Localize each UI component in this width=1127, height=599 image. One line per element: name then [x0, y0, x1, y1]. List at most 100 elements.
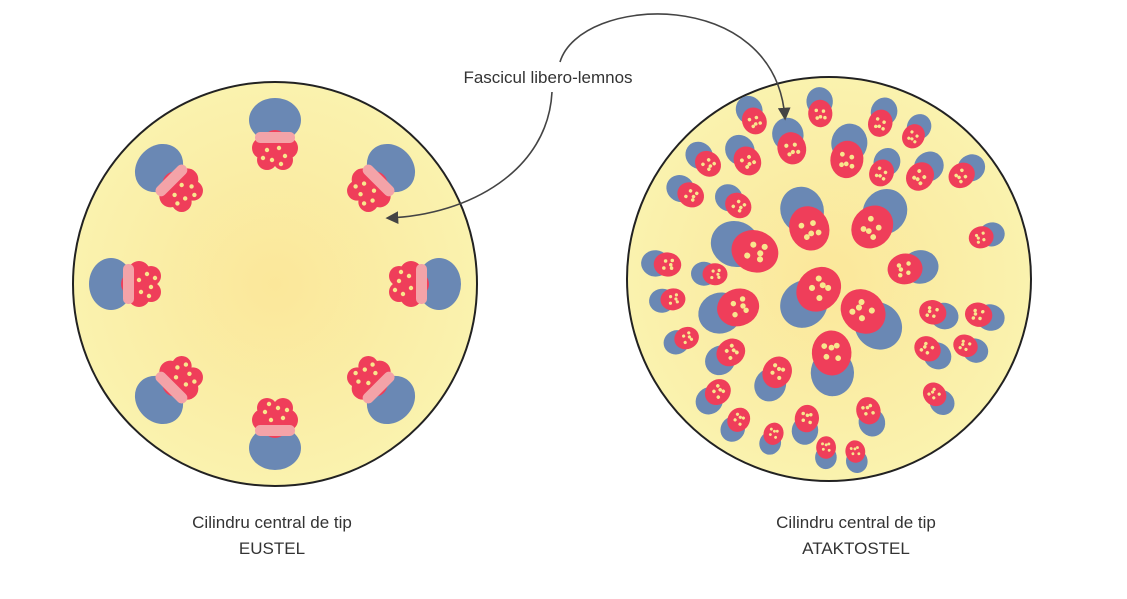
vessel-dot: [729, 343, 734, 348]
phloem: [702, 263, 728, 286]
phloem: [794, 404, 820, 433]
vessel-dot: [675, 300, 679, 304]
vessel-dot: [192, 192, 197, 198]
cambium: [155, 371, 188, 404]
vascular-bundle: [869, 147, 901, 187]
vessel-dot: [284, 407, 290, 413]
vessel-dot: [896, 263, 902, 268]
vascular-bundle: [714, 184, 752, 219]
vessel-dot: [269, 157, 275, 163]
vessel-dot: [865, 228, 872, 234]
vascular-bundle: [815, 436, 837, 470]
vascular-bundle: [964, 302, 1005, 331]
phloem: [953, 334, 978, 358]
phloem: [677, 182, 705, 208]
vessel-dot: [182, 196, 188, 201]
vessel-dot: [187, 371, 192, 377]
eustel-caption: Cilindru central de tip EUSTEL: [92, 510, 452, 562]
vessel-dot: [689, 337, 694, 341]
vessel-dot: [406, 273, 412, 279]
vessel-dot: [268, 417, 274, 423]
vessel-dot: [980, 309, 985, 314]
phloem: [716, 338, 746, 367]
vessel-dot: [144, 271, 150, 277]
vessel-dot: [922, 175, 927, 180]
vessel-dot: [858, 299, 865, 306]
vessel-dot: [875, 117, 880, 121]
vessel-dot: [958, 346, 962, 350]
vessel-dot: [882, 120, 886, 124]
vessel-dot: [798, 222, 805, 229]
vessel-dot: [146, 293, 152, 299]
vessel-dot: [175, 201, 180, 206]
vessel-dot: [857, 452, 861, 456]
vascular-bundle: [641, 250, 682, 277]
vascular-bundle: [691, 261, 728, 286]
phloem: [902, 124, 925, 149]
vascular-bundle: [868, 97, 898, 137]
vessel-dot: [753, 122, 758, 126]
ataktostel-bundles: [641, 87, 1005, 474]
vessel-dot: [172, 192, 177, 198]
vascular-bundle: [919, 300, 959, 330]
vessel-dot: [917, 169, 922, 173]
vascular-bundle: [663, 326, 699, 355]
xylem: [249, 98, 301, 142]
vessel-dot: [264, 147, 270, 153]
vessel-dot: [915, 177, 920, 182]
vessel-dot: [881, 127, 885, 131]
vascular-bundle: [698, 288, 760, 334]
vessel-dot: [874, 173, 879, 178]
phloem: [694, 150, 721, 177]
vessel-dot: [821, 343, 828, 349]
vessel-dot: [810, 220, 816, 226]
vessel-dot: [175, 365, 180, 370]
vascular-bundle: [347, 143, 416, 212]
vessel-dot: [373, 370, 378, 376]
vessel-dot: [915, 134, 919, 138]
vessel-dot: [707, 167, 711, 171]
vessel-dot: [833, 342, 840, 349]
vessel-dot: [964, 347, 968, 351]
vessel-dot: [927, 392, 931, 396]
vessel-dot: [361, 201, 367, 206]
vessel-dot: [744, 252, 751, 259]
vessel-dot: [371, 188, 377, 193]
vascular-bundle: [89, 258, 161, 310]
vessel-dot: [688, 189, 693, 193]
vessel-dot: [742, 203, 747, 207]
vascular-bundle: [914, 336, 952, 370]
cambium: [362, 371, 395, 404]
vessel-dot: [711, 269, 715, 273]
phloem: [762, 356, 792, 389]
vessel-dot: [835, 355, 842, 362]
vessel-dot: [790, 149, 795, 155]
vessel-dot: [865, 405, 870, 410]
xylem: [249, 426, 301, 470]
vessel-dot: [683, 340, 687, 345]
vessel-dot: [839, 162, 844, 168]
cambium: [155, 164, 188, 197]
vascular-bundle: [759, 422, 784, 455]
vessel-dot: [803, 234, 810, 240]
vessel-dot: [278, 161, 284, 167]
vascular-bundle: [725, 134, 762, 176]
vessel-dot: [662, 266, 666, 270]
phloem: [811, 330, 852, 376]
phloem: [796, 266, 842, 312]
xylem: [417, 258, 461, 310]
vessel-dot: [907, 136, 911, 140]
vascular-bundle: [845, 440, 868, 474]
vessel-dot: [828, 344, 835, 351]
vessel-dot: [824, 443, 828, 447]
vessel-dot: [898, 272, 903, 278]
callout-arrow-to-ataktostel: [559, 13, 791, 121]
vessel-dot: [808, 284, 816, 291]
vessel-dot: [728, 356, 733, 360]
vascular-bundle: [249, 98, 301, 170]
vessel-dot: [751, 124, 756, 129]
vascular-bundle: [780, 266, 842, 328]
vessel-dot: [706, 158, 711, 162]
vessel-dot: [687, 335, 691, 339]
vascular-bundle: [666, 175, 705, 208]
